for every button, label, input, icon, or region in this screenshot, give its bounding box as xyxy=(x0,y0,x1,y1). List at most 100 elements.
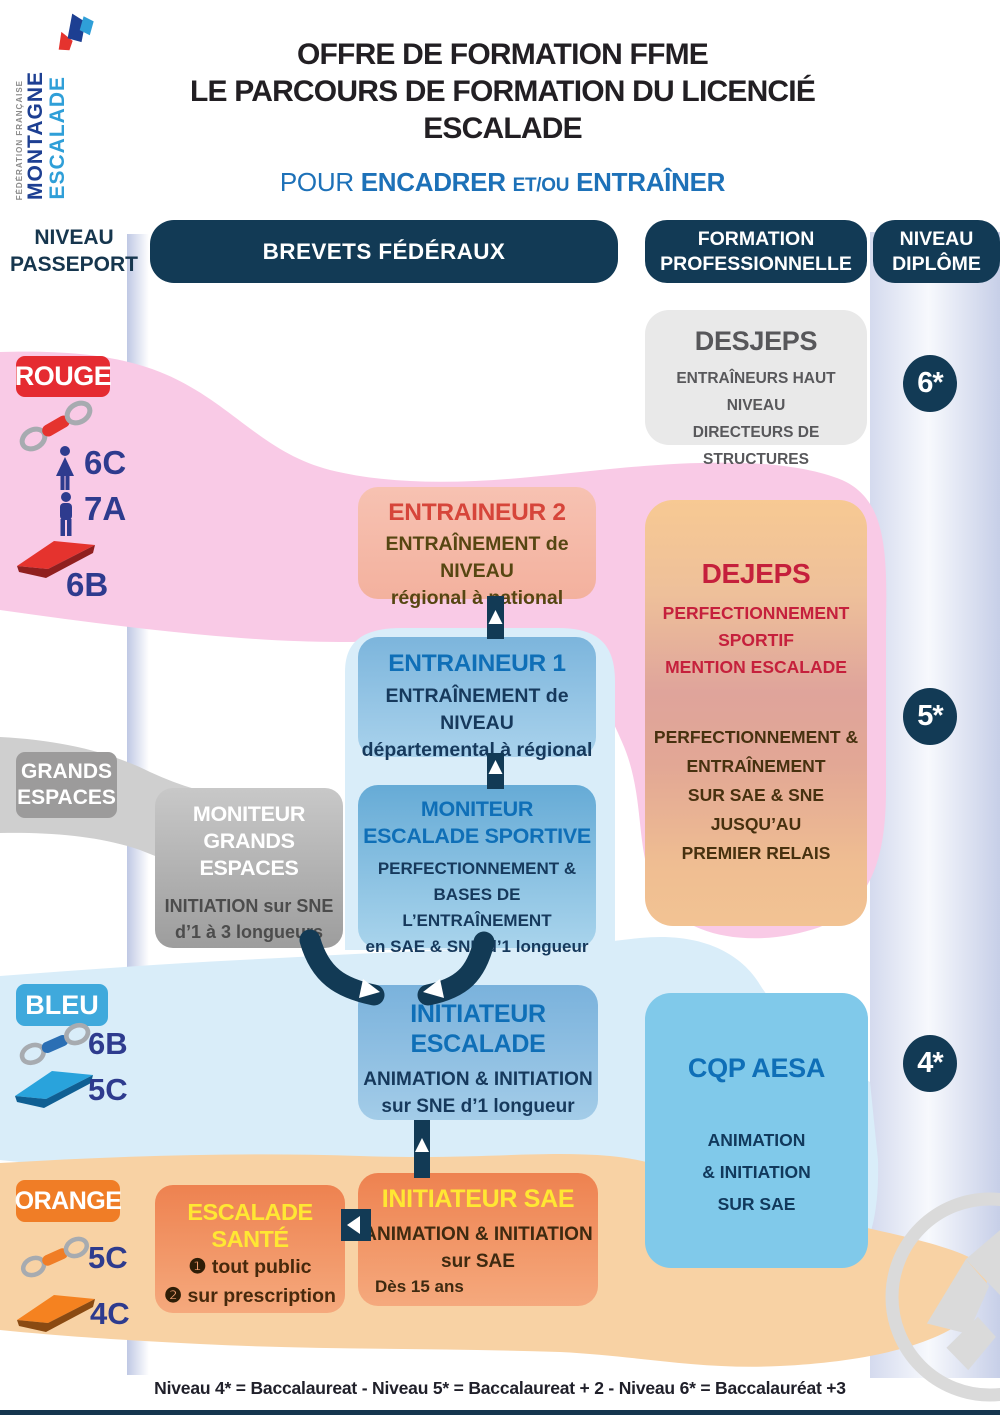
initiateur-sae-body: ANIMATION & INITIATION sur SAE xyxy=(358,1221,598,1275)
logo-montagne-text: MONTAGNE xyxy=(24,71,47,200)
cqp-body-line3: SUR SAE xyxy=(717,1194,796,1214)
moniteur-es-body-line3: en SAE & SNE d’1 longueur xyxy=(365,937,589,956)
female-climber-icon xyxy=(56,446,74,490)
male-climber-icon xyxy=(60,492,72,536)
moniteur-ge-title: MONITEUR GRANDS ESPACES xyxy=(155,801,343,882)
moniteur-es-title-line1: MONITEUR xyxy=(420,797,534,821)
bloc-red-diamond-icon xyxy=(17,541,95,578)
brevets-federaux-header: BREVETS FÉDÉRAUX xyxy=(150,220,618,283)
moniteur-ge-title-line2: GRANDS ESPACES xyxy=(199,829,299,880)
cqp-body-line1: ANIMATION xyxy=(707,1130,806,1150)
moniteur-ge-body-line1: INITIATION sur SNE xyxy=(164,896,334,916)
quickdraw-orange-icon xyxy=(20,1236,90,1278)
initiateur-escalade-title: INITIATEUR ESCALADE xyxy=(358,999,598,1059)
initiateur-escalade-title-line1: INITIATEUR xyxy=(410,1000,546,1028)
subtitle: POUR ENCADRER ET/OU ENTRAÎNER xyxy=(145,167,860,198)
bloc-orange-diamond-icon xyxy=(17,1295,95,1332)
escalade-sante-item1: ❶ tout public xyxy=(155,1253,345,1282)
initiateur-sae-body-line2: sur SAE xyxy=(441,1251,515,1272)
initiateur-escalade-box: INITIATEUR ESCALADE ANIMATION & INITIATI… xyxy=(358,985,598,1120)
quickdraw-red-icon xyxy=(19,400,93,452)
dejeps-box: DEJEPS PERFECTIONNEMENT SPORTIF MENTION … xyxy=(645,500,867,926)
dejeps-body-line2: ENTRAÎNEMENT xyxy=(686,756,826,776)
niveau-4-badge: 4* xyxy=(903,1035,957,1092)
grands-espaces-line2: ESPACES xyxy=(17,786,116,809)
cqp-aesa-title: CQP AESA xyxy=(687,1053,826,1083)
diplome-header-line2: DIPLÔME xyxy=(892,252,981,275)
passport-header-line1: NIVEAU xyxy=(34,226,114,249)
quickdraw-blue-icon xyxy=(19,1022,91,1066)
entraineur1-body-line2: départemental à régional xyxy=(361,739,593,761)
escalade-sante-item2-text: sur prescription xyxy=(187,1285,336,1307)
orange-label: ORANGE xyxy=(14,1186,122,1215)
formation-professionnelle-header: FORMATION PROFESSIONNELLE xyxy=(645,220,867,283)
rouge-female-grade: 6C xyxy=(84,444,127,481)
dejeps-title: DEJEPS xyxy=(701,558,811,589)
bleu-level-badge: BLEU xyxy=(16,984,108,1026)
bleu-label: BLEU xyxy=(25,989,99,1020)
logo-escalade-text: ESCALADE xyxy=(46,76,69,200)
entraineur2-title: ENTRAINEUR 2 xyxy=(388,499,566,526)
brevets-header-label: BREVETS FÉDÉRAUX xyxy=(262,238,506,264)
dejeps-sub-line1: PERFECTIONNEMENT xyxy=(662,603,850,623)
niveau-diplome-header: NIVEAU DIPLÔME xyxy=(873,220,1000,283)
footer-note: Niveau 4* = Baccalaureat - Niveau 5* = B… xyxy=(154,1378,846,1398)
entraineur2-body: ENTRAÎNEMENT de NIVEAU régional à nation… xyxy=(358,531,596,612)
bottom-rule xyxy=(0,1410,1000,1415)
title-block: OFFRE DE FORMATION FFME LE PARCOURS DE F… xyxy=(145,36,860,198)
desjeps-body: ENTRAÎNEURS HAUT NIVEAU DIRECTEURS DE ST… xyxy=(645,365,867,473)
passport-column-header: NIVEAU PASSEPORT xyxy=(8,224,140,278)
desjeps-body-line1: ENTRAÎNEURS HAUT NIVEAU xyxy=(676,370,836,414)
cqp-body-line2: & INITIATION xyxy=(702,1162,811,1182)
initiateur-sae-body-line1: ANIMATION & INITIATION xyxy=(363,1224,593,1245)
item1-number-icon: ❶ xyxy=(188,1256,207,1278)
desjeps-box: DESJEPS ENTRAÎNEURS HAUT NIVEAU DIRECTEU… xyxy=(645,310,867,468)
passport-header-line2: PASSEPORT xyxy=(10,253,138,276)
diplome-column-strip xyxy=(870,232,1000,1378)
initiateur-escalade-body-line1: ANIMATION & INITIATION xyxy=(363,1069,593,1090)
initiateur-sae-age-note: Dès 15 ans xyxy=(375,1277,464,1296)
cqp-aesa-body: ANIMATION & INITIATION SUR SAE xyxy=(645,1124,868,1220)
dejeps-body-line1: PERFECTIONNEMENT & xyxy=(653,727,859,747)
initiateur-escalade-body: ANIMATION & INITIATION sur SNE d’1 longu… xyxy=(358,1066,598,1120)
initiateur-sae-box: INITIATEUR SAE ANIMATION & INITIATION su… xyxy=(358,1173,598,1306)
escalade-sante-title: ESCALADE SANTÉ xyxy=(187,1199,313,1252)
orange-rope-grade: 5C xyxy=(88,1240,128,1275)
moniteur-ge-title-line1: MONITEUR xyxy=(192,802,306,826)
ffme-logo: FÉDÉRATION FRANÇAISE MONTAGNE ESCALADE xyxy=(14,10,124,202)
title-line1: OFFRE DE FORMATION FFME xyxy=(296,38,709,71)
bleu-bloc-grade: 5C xyxy=(88,1072,128,1107)
moniteur-es-title: MONITEUR ESCALADE SPORTIVE xyxy=(358,796,596,850)
entraineur1-box: ENTRAINEUR 1 ENTRAÎNEMENT de NIVEAU dépa… xyxy=(358,637,596,761)
rouge-label: ROUGE xyxy=(14,361,112,391)
dejeps-body-line4: PREMIER RELAIS xyxy=(681,843,831,863)
moniteur-es-title-line2: ESCALADE SPORTIVE xyxy=(363,824,591,848)
rouge-bloc-grade: 6B xyxy=(66,566,109,603)
moniteur-ge-body-line2: d’1 à 3 longueurs xyxy=(174,922,324,942)
entraineur1-title: ENTRAINEUR 1 xyxy=(388,650,566,677)
moniteur-es-body-line1: PERFECTIONNEMENT & xyxy=(377,859,577,878)
dejeps-body-line3: SUR SAE & SNE JUSQU’AU xyxy=(687,785,825,834)
grands-espaces-line1: GRANDS xyxy=(20,760,112,783)
desjeps-title: DESJEPS xyxy=(694,326,818,356)
entraineur2-box: ENTRAINEUR 2 ENTRAÎNEMENT de NIVEAU régi… xyxy=(358,487,596,609)
initiateur-sae-title: INITIATEUR SAE xyxy=(381,1185,575,1213)
moniteur-es-body-line2: BASES DE L’ENTRAÎNEMENT xyxy=(402,885,552,930)
mountain-peaks-icon xyxy=(58,13,94,51)
dejeps-sub-line3: MENTION ESCALADE xyxy=(665,657,847,677)
entraineur1-body-line1: ENTRAÎNEMENT de NIVEAU xyxy=(385,685,569,734)
pro-header-line1: FORMATION xyxy=(697,227,815,250)
moniteur-ge-body: INITIATION sur SNE d’1 à 3 longueurs xyxy=(155,893,343,945)
rouge-male-grade: 7A xyxy=(84,490,127,527)
diplome-header-line1: NIVEAU xyxy=(899,227,974,250)
logo-federation-text: FÉDÉRATION FRANÇAISE xyxy=(15,79,24,200)
niveau-6-label: 6* xyxy=(917,367,943,399)
bloc-blue-diamond-icon xyxy=(15,1071,93,1108)
entraineur1-body: ENTRAÎNEMENT de NIVEAU départemental à r… xyxy=(358,683,596,764)
subtitle-etou: ET/OU xyxy=(512,175,570,196)
niveau-5-label: 5* xyxy=(917,700,943,732)
rouge-level-badge: ROUGE xyxy=(14,356,112,397)
niveau-4-label: 4* xyxy=(917,1047,943,1079)
bleu-rope-grade: 6B xyxy=(88,1026,128,1061)
entraineur2-body-line2: régional à national xyxy=(390,587,564,609)
